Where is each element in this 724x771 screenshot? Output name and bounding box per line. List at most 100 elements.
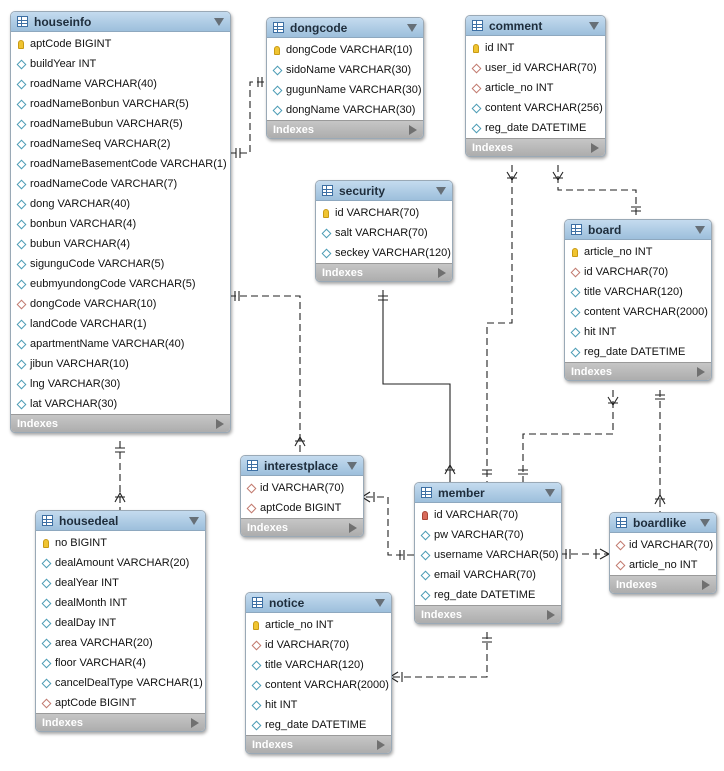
column-row[interactable]: sidoName VARCHAR(30) xyxy=(267,60,423,80)
column-row[interactable]: id VARCHAR(70) xyxy=(565,262,711,282)
table-header[interactable]: houseinfo xyxy=(11,12,230,32)
column-row[interactable]: apartmentName VARCHAR(40) xyxy=(11,334,230,354)
collapse-triangle-icon[interactable] xyxy=(407,23,417,32)
collapse-triangle-icon[interactable] xyxy=(347,461,357,470)
column-row[interactable]: user_id VARCHAR(70) xyxy=(466,58,605,78)
table-header[interactable]: housedeal xyxy=(36,511,205,531)
column-row[interactable]: id INT xyxy=(466,38,605,58)
expand-arrow-icon[interactable] xyxy=(349,522,357,533)
column-row[interactable]: roadName VARCHAR(40) xyxy=(11,74,230,94)
column-row[interactable]: dealMonth INT xyxy=(36,593,205,613)
column-row[interactable]: id VARCHAR(70) xyxy=(415,505,561,525)
column-row[interactable]: email VARCHAR(70) xyxy=(415,565,561,585)
column-row[interactable]: hit INT xyxy=(565,322,711,342)
expand-arrow-icon[interactable] xyxy=(409,124,417,135)
column-row[interactable]: article_no INT xyxy=(565,242,711,262)
expand-arrow-icon[interactable] xyxy=(591,142,599,153)
column-row[interactable]: dongName VARCHAR(30) xyxy=(267,100,423,120)
column-row[interactable]: buildYear INT xyxy=(11,54,230,74)
column-row[interactable]: lng VARCHAR(30) xyxy=(11,374,230,394)
table-header[interactable]: member xyxy=(415,483,561,503)
column-row[interactable]: dongCode VARCHAR(10) xyxy=(11,294,230,314)
collapse-triangle-icon[interactable] xyxy=(589,21,599,30)
column-row[interactable]: username VARCHAR(50) xyxy=(415,545,561,565)
collapse-triangle-icon[interactable] xyxy=(700,518,710,527)
indexes-section[interactable]: Indexes xyxy=(610,575,716,593)
indexes-section[interactable]: Indexes xyxy=(415,605,561,623)
column-row[interactable]: id VARCHAR(70) xyxy=(316,203,452,223)
column-row[interactable]: dealAmount VARCHAR(20) xyxy=(36,553,205,573)
column-row[interactable]: content VARCHAR(2000) xyxy=(565,302,711,322)
expand-arrow-icon[interactable] xyxy=(702,579,710,590)
column-row[interactable]: lat VARCHAR(30) xyxy=(11,394,230,414)
collapse-triangle-icon[interactable] xyxy=(189,516,199,525)
column-row[interactable]: floor VARCHAR(4) xyxy=(36,653,205,673)
column-row[interactable]: id VARCHAR(70) xyxy=(246,635,391,655)
column-row[interactable]: id VARCHAR(70) xyxy=(241,478,363,498)
indexes-section[interactable]: Indexes xyxy=(241,518,363,536)
column-row[interactable]: content VARCHAR(256) xyxy=(466,98,605,118)
collapse-triangle-icon[interactable] xyxy=(214,17,224,26)
column-row[interactable]: roadNameBubun VARCHAR(5) xyxy=(11,114,230,134)
column-row[interactable]: area VARCHAR(20) xyxy=(36,633,205,653)
column-row[interactable]: pw VARCHAR(70) xyxy=(415,525,561,545)
column-row[interactable]: title VARCHAR(120) xyxy=(246,655,391,675)
collapse-triangle-icon[interactable] xyxy=(436,186,446,195)
column-row[interactable]: roadNameCode VARCHAR(7) xyxy=(11,174,230,194)
indexes-section[interactable]: Indexes xyxy=(36,713,205,731)
column-row[interactable]: dongCode VARCHAR(10) xyxy=(267,40,423,60)
column-row[interactable]: dong VARCHAR(40) xyxy=(11,194,230,214)
table-header[interactable]: security xyxy=(316,181,452,201)
column-row[interactable]: reg_date DATETIME xyxy=(246,715,391,735)
column-row[interactable]: bubun VARCHAR(4) xyxy=(11,234,230,254)
column-row[interactable]: gugunName VARCHAR(30) xyxy=(267,80,423,100)
expand-arrow-icon[interactable] xyxy=(697,366,705,377)
column-row[interactable]: article_no INT xyxy=(246,615,391,635)
column-row[interactable]: reg_date DATETIME xyxy=(565,342,711,362)
column-row[interactable]: aptCode BIGINT xyxy=(11,34,230,54)
collapse-triangle-icon[interactable] xyxy=(545,488,555,497)
column-row[interactable]: article_no INT xyxy=(466,78,605,98)
table-header[interactable]: dongcode xyxy=(267,18,423,38)
column-row[interactable]: seckey VARCHAR(120) xyxy=(316,243,452,263)
column-row[interactable]: aptCode BIGINT xyxy=(241,498,363,518)
column-row[interactable]: no BIGINT xyxy=(36,533,205,553)
indexes-section[interactable]: Indexes xyxy=(565,362,711,380)
table-header[interactable]: comment xyxy=(466,16,605,36)
column-row[interactable]: reg_date DATETIME xyxy=(415,585,561,605)
expand-arrow-icon[interactable] xyxy=(438,267,446,278)
table-header[interactable]: board xyxy=(565,220,711,240)
table-header[interactable]: boardlike xyxy=(610,513,716,533)
indexes-section[interactable]: Indexes xyxy=(267,120,423,138)
column-row[interactable]: article_no INT xyxy=(610,555,716,575)
expand-arrow-icon[interactable] xyxy=(547,609,555,620)
column-row[interactable]: title VARCHAR(120) xyxy=(565,282,711,302)
column-row[interactable]: bonbun VARCHAR(4) xyxy=(11,214,230,234)
indexes-section[interactable]: Indexes xyxy=(316,263,452,281)
column-row[interactable]: dealDay INT xyxy=(36,613,205,633)
collapse-triangle-icon[interactable] xyxy=(375,598,385,607)
column-row[interactable]: content VARCHAR(2000) xyxy=(246,675,391,695)
column-row[interactable]: reg_date DATETIME xyxy=(466,118,605,138)
column-row[interactable]: landCode VARCHAR(1) xyxy=(11,314,230,334)
expand-arrow-icon[interactable] xyxy=(191,717,199,728)
column-row[interactable]: roadNameBonbun VARCHAR(5) xyxy=(11,94,230,114)
indexes-section[interactable]: Indexes xyxy=(466,138,605,156)
expand-arrow-icon[interactable] xyxy=(216,418,224,429)
column-row[interactable]: dealYear INT xyxy=(36,573,205,593)
column-row[interactable]: roadNameSeq VARCHAR(2) xyxy=(11,134,230,154)
column-row[interactable]: sigunguCode VARCHAR(5) xyxy=(11,254,230,274)
column-row[interactable]: hit INT xyxy=(246,695,391,715)
column-row[interactable]: eubmyundongCode VARCHAR(5) xyxy=(11,274,230,294)
column-row[interactable]: roadNameBasementCode VARCHAR(1) xyxy=(11,154,230,174)
collapse-triangle-icon[interactable] xyxy=(695,225,705,234)
